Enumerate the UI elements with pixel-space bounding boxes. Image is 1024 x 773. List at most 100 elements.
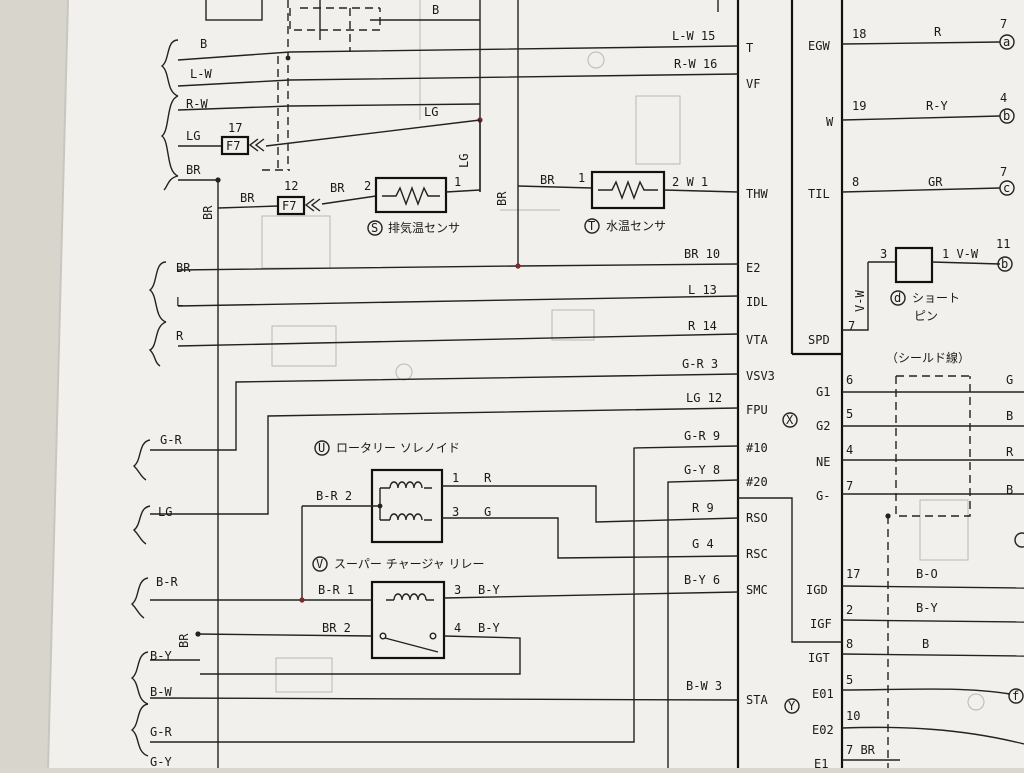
wire-relay-4: [200, 635, 521, 675]
connector-f7-upper-num: 17: [228, 121, 242, 135]
ecu-pin-smc: SMC: [746, 583, 768, 597]
wire-sta: [149, 697, 739, 701]
ecu-num-e01: 5: [846, 673, 853, 687]
exhaust-circle-letter: S: [371, 221, 378, 235]
wire-rso: [442, 485, 739, 523]
ecu-pin-gm: G-: [816, 489, 830, 503]
wire-n20-igt: [738, 497, 842, 643]
badge-b1-letter: b: [1003, 109, 1010, 123]
junction-e2: [515, 263, 521, 269]
ecu-marker-x: X: [786, 413, 794, 427]
junction-br-relay: [299, 597, 305, 603]
ecu-wire-vsv3: G-R 3: [682, 357, 718, 371]
rotary-coil-lower-icon: [389, 513, 423, 521]
ecu-pin-vsv3: VSV3: [746, 369, 775, 383]
ecu-pin-rsc: RSC: [746, 547, 768, 561]
ecu-pin-sta: STA: [746, 693, 768, 707]
left-wire-bw: B-W: [150, 685, 172, 699]
ecu-wire-idl: L 13: [688, 283, 717, 297]
ecu-pin-e02: E02: [812, 723, 834, 737]
ecu-wire-e2: BR 10: [684, 247, 720, 261]
short-pin-wire: V-W: [853, 290, 867, 312]
ecu-pin-t: T: [746, 41, 753, 55]
ecu-wire-thw: 2 W 1: [672, 175, 708, 189]
ecu-wire-n20: G-Y 8: [684, 463, 720, 477]
wire-smc: [443, 591, 739, 599]
exhaust-vertical-lg: LG: [457, 154, 471, 168]
wire-exhaust-lg: [265, 119, 481, 147]
ecu-marker-y-badge: [784, 698, 800, 714]
wire-w: [841, 115, 1001, 121]
wire-e01: [841, 688, 1011, 695]
ecu-num-e1: 7 BR: [846, 743, 876, 757]
ecu-wire-t: L-W 15: [672, 29, 715, 43]
ecu-pin-n10: #10: [746, 441, 768, 455]
ecu-pin-e1: E1: [814, 757, 828, 768]
connector-f7-lower-num: 12: [284, 179, 298, 193]
right-badges: a 7 b 4 c 7 b 11: [996, 17, 1015, 272]
ecu-num-gm: 7: [846, 479, 853, 493]
ecu-wire-rso: R 9: [692, 501, 714, 515]
rotary-pin1: 1: [452, 471, 459, 485]
badge-f: [1008, 688, 1024, 704]
shield-label: （シールド線）: [886, 350, 970, 365]
ecu-pin-g2: G2: [816, 419, 830, 433]
left-wire-gr2: G-R: [150, 725, 172, 739]
badge-b2-num: 11: [996, 237, 1010, 251]
ecu-pin-rso: RSO: [746, 511, 768, 525]
rotary-pin3: 3: [452, 505, 459, 519]
ecu-color-igd: B-O: [916, 567, 938, 581]
wire-vsv3: [150, 373, 739, 451]
relay-br-vertical: BR: [177, 633, 191, 648]
exhaust-wire-lg: LG: [424, 105, 438, 119]
water-resistor-icon: [598, 180, 658, 200]
badge-b2-letter: b: [1001, 257, 1008, 271]
water-pin1: 1: [578, 171, 585, 185]
wire-thw: [663, 189, 739, 193]
left-wire-br3: B-R: [156, 575, 178, 589]
ecu-color-til: GR: [928, 175, 943, 189]
ecu-num-w: 19: [852, 99, 866, 113]
rotary-pin2: B-R 2: [316, 489, 352, 503]
relay-coil-icon: [393, 593, 427, 601]
ecu-pin-w: W: [826, 115, 834, 129]
ecu-pin-e2: E2: [746, 261, 760, 275]
ecu-wire-smc: B-Y 6: [684, 573, 720, 587]
short-pin-circle-badge: [890, 290, 906, 306]
badge-edge: [1014, 532, 1024, 548]
shield-dashed-box: [895, 375, 971, 517]
short-pin-line2: ピン: [914, 309, 938, 323]
wire-rsc: [442, 517, 739, 559]
ecu-pin-ne: NE: [816, 455, 830, 469]
relay-pin1: B-R 1: [318, 583, 354, 597]
badge-b1: [999, 108, 1015, 124]
relay-circle-badge: [312, 556, 328, 572]
short-pin-1: 1 V-W: [942, 247, 979, 261]
badge-c-num: 7: [1000, 165, 1007, 179]
relay-circle-letter: V: [316, 557, 323, 571]
exhaust-wire-br: BR: [330, 181, 345, 195]
paper-sheet: [48, 0, 1024, 768]
left-wire-lw: L-W: [190, 67, 212, 81]
exhaust-pin2: 2: [364, 179, 371, 193]
left-wire-lg2: LG: [158, 505, 172, 519]
exhaust-resistor-icon: [382, 186, 440, 206]
left-wire-gr: G-R: [160, 433, 182, 447]
left-bundle-bottom: [130, 577, 149, 757]
ecu-wire-rsc: G 4: [692, 537, 714, 551]
short-pin-line1: ショート: [912, 291, 960, 305]
wire-til: [841, 187, 1001, 193]
left-wire-b: B: [200, 37, 207, 51]
left-wire-by: B-Y: [150, 649, 172, 663]
left-bundle-mid: [148, 261, 167, 367]
ecu-pin-igt: IGT: [808, 651, 830, 665]
ecu-pin-e01: E01: [812, 687, 834, 701]
ecu-num-igd: 17: [846, 567, 860, 581]
ecu-color-ne: R: [1006, 445, 1014, 459]
ecu-num-igf: 2: [846, 603, 853, 617]
top-dashed-box: [289, 7, 381, 31]
wire-igd: [841, 585, 1024, 589]
wire-t: [177, 45, 739, 61]
wire-e02: [841, 726, 1024, 745]
